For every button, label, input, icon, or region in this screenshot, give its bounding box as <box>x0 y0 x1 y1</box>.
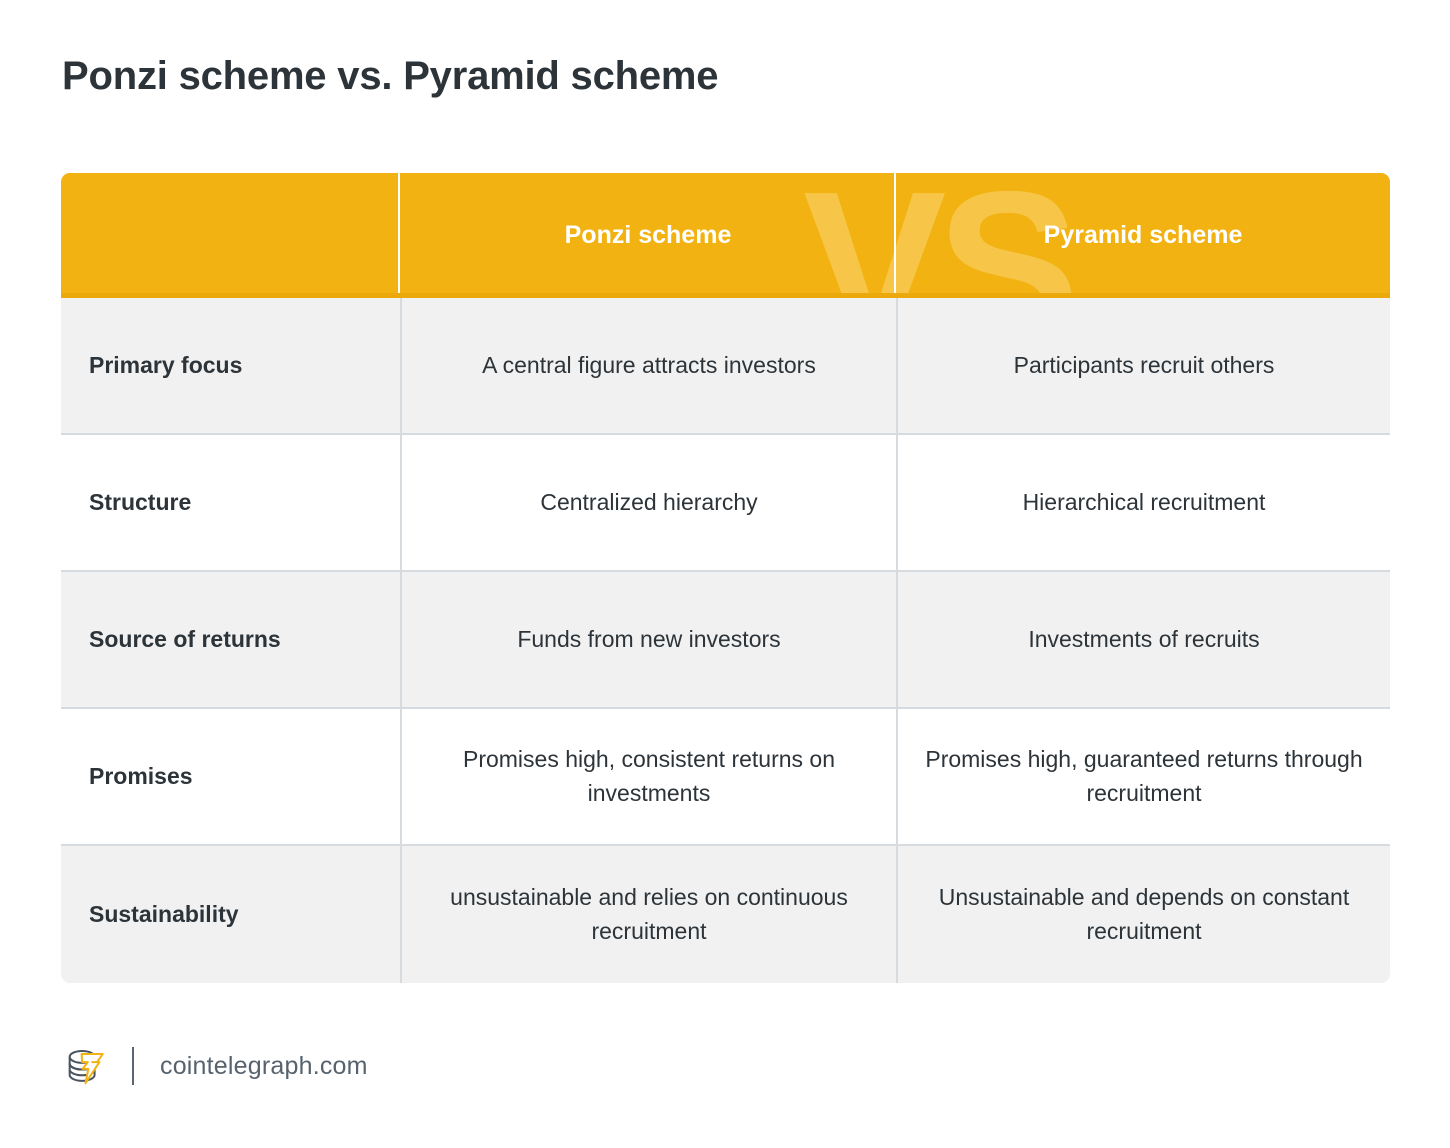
page-title: Ponzi scheme vs. Pyramid scheme <box>62 54 719 98</box>
row-value-ponzi: A central figure attracts investors <box>400 298 896 433</box>
table-row: Primary focus A central figure attracts … <box>61 298 1390 435</box>
row-label: Promises <box>89 762 193 789</box>
table-header-row: VS. Ponzi scheme Pyramid scheme <box>61 173 1390 298</box>
table-row: Structure Centralized hierarchy Hierarch… <box>61 435 1390 572</box>
row-label: Primary focus <box>89 351 243 378</box>
row-value-ponzi: Centralized hierarchy <box>400 435 896 570</box>
row-value-pyramid: Participants recruit others <box>896 298 1390 433</box>
row-value-pyramid: Promises high, guaranteed returns throug… <box>896 709 1390 844</box>
footer-site-label: cointelegraph.com <box>160 1051 368 1080</box>
table-row: Source of returns Funds from new investo… <box>61 572 1390 709</box>
cointelegraph-logo-icon <box>62 1043 108 1089</box>
row-value-ponzi: Promises high, consistent returns on inv… <box>400 709 896 844</box>
footer: cointelegraph.com <box>62 1040 368 1092</box>
row-label: Structure <box>89 488 192 515</box>
row-value-pyramid: Investments of recruits <box>896 572 1390 707</box>
row-label: Sustainability <box>89 900 239 927</box>
row-value-ponzi: Funds from new investors <box>400 572 896 707</box>
table-header-cell-pyramid: Pyramid scheme <box>896 173 1390 298</box>
row-value-pyramid: Unsustainable and depends on constant re… <box>896 846 1390 983</box>
row-label: Source of returns <box>89 625 281 652</box>
footer-divider <box>132 1047 134 1085</box>
row-value-ponzi: unsustainable and relies on continuous r… <box>400 846 896 983</box>
comparison-table: VS. Ponzi scheme Pyramid scheme Primary … <box>61 173 1390 983</box>
table-header-cell-blank <box>61 173 400 298</box>
row-value-pyramid: Hierarchical recruitment <box>896 435 1390 570</box>
table-header-cell-ponzi: Ponzi scheme <box>400 173 896 298</box>
table-row: Sustainability unsustainable and relies … <box>61 846 1390 983</box>
table-row: Promises Promises high, consistent retur… <box>61 709 1390 846</box>
